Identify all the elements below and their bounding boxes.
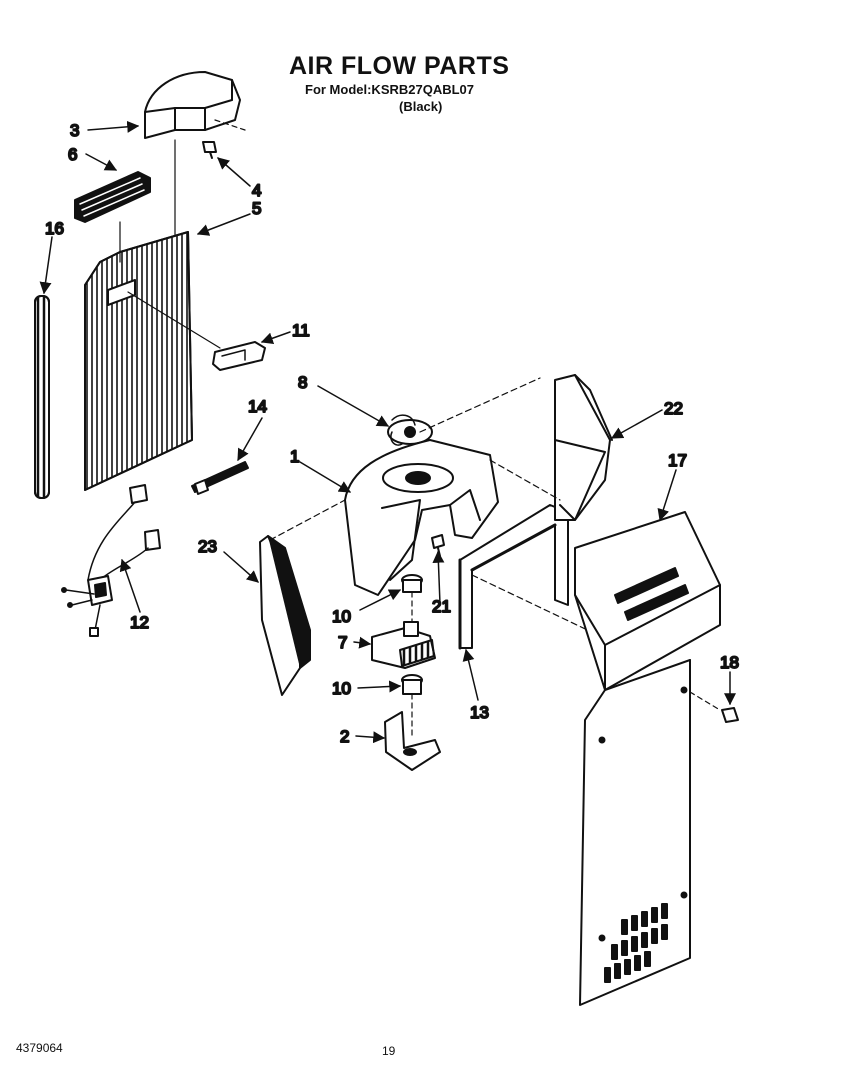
callout-14: 14 [248,397,267,416]
callout-11: 11 [292,321,310,340]
callout-10-lower: 10 [332,679,351,698]
part-14-strip [191,461,249,495]
color-line: (Black) [399,99,443,114]
part-10-lower-grommet [401,674,423,736]
part-11-bracket [212,341,266,371]
part-2-motor-bracket [384,711,441,771]
part-18-screw [689,691,739,723]
page-title: AIR FLOW PARTS [289,52,510,80]
part-7-fan-motor [371,621,436,669]
callout-5: 5 [252,199,261,218]
callout-21: 21 [432,597,451,616]
part-22-baffle [489,374,613,521]
callout-2: 2 [340,727,349,746]
part-1-fan-shroud [344,439,499,596]
callout-16: 16 [45,219,64,238]
model-line: For Model:KSRB27QABL07 [305,82,475,97]
part-5-evaporator-cover [84,139,221,491]
document-number: 4379064 [16,1041,63,1055]
vent-slots [604,903,668,983]
callout-23: 23 [198,537,217,556]
callout-10-upper: 10 [332,607,351,626]
part-17-air-duct [574,511,721,1006]
part-6-grille [74,171,151,223]
callout-12: 12 [130,613,149,632]
part-8-fan-blade [387,377,541,446]
part-12-wiring-harness [61,484,161,637]
callout-13: 13 [470,703,489,722]
callout-7: 7 [338,633,347,652]
part-4-screw [202,119,246,159]
callout-8: 8 [298,373,307,392]
part-3-top-cover [144,71,241,139]
callout-6: 6 [68,145,77,164]
page-number: 19 [382,1044,396,1058]
callout-18: 18 [720,653,739,672]
part-23-baffle [259,499,346,696]
callout-17: 17 [668,451,687,470]
callout-3: 3 [70,121,79,140]
part-16-drain-tube [34,295,50,499]
callout-4: 4 [252,181,261,200]
part-10-upper-grommet [401,574,423,626]
callout-1: 1 [290,447,299,466]
callout-22: 22 [664,399,683,418]
leader-arrows [39,120,736,744]
